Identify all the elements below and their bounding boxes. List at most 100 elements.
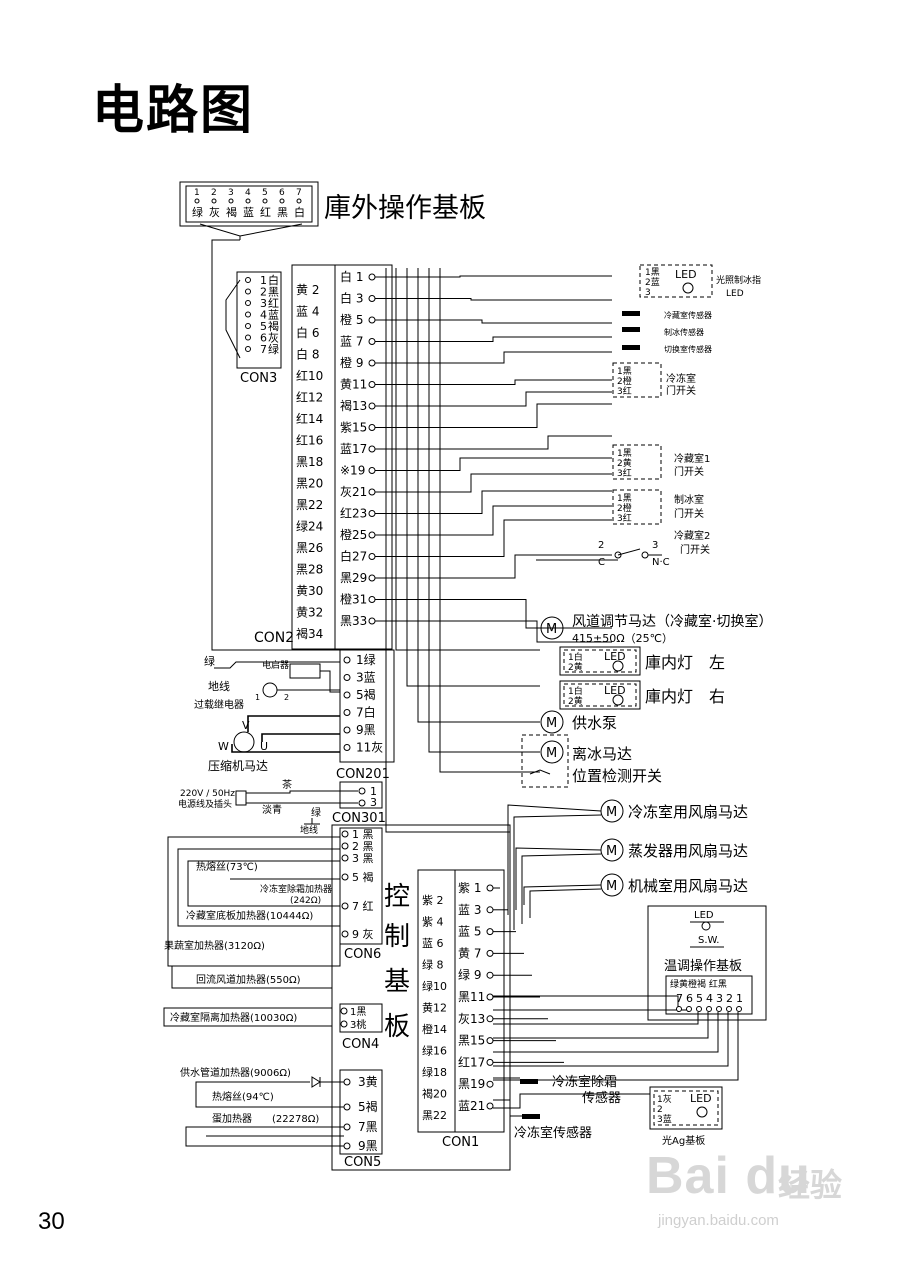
con1-label: CON1 <box>442 1135 479 1150</box>
con5-pin: 7黑 <box>358 1120 378 1134</box>
led-freeze-caption2: LED <box>726 289 744 299</box>
temp-panel-pin: 1 <box>736 992 743 1005</box>
baidu-watermark: Bai du 经验 jingyan.baidu.com <box>646 1138 886 1248</box>
ice-door-label2: 门开关 <box>674 507 704 520</box>
relay-pin2: 2 <box>284 693 289 702</box>
fan-motor-symbol: M <box>606 844 617 859</box>
ice-door-label: 制冰室 <box>674 493 704 506</box>
con2-right-pin: 白 1 <box>340 269 363 284</box>
con1-right-pin: 黄 7 <box>458 946 481 960</box>
temp-panel-pin: 5 <box>696 992 703 1005</box>
con2-right-pin: 橙 9 <box>340 355 363 370</box>
lamp-right-pin2: 2黄 <box>568 695 583 707</box>
fridge-door1-pin2: 2黄 <box>617 457 632 469</box>
ag-board-label: 光Ag基板 <box>662 1134 705 1147</box>
fan-motor-symbol: M <box>606 879 617 894</box>
fridge-floor-heater: 冷藏室底板加热器(10444Ω) <box>186 909 313 922</box>
con1-left-pin: 紫 2 <box>422 894 444 907</box>
fridge-door2-pin-a: 2 <box>598 540 604 551</box>
fridge-door2-label2: 门开关 <box>680 543 710 556</box>
lamp-left-pin2: 2黄 <box>568 661 583 673</box>
top-panel-pin: 3 <box>228 188 234 198</box>
con301-connector: 1 3 CON301 220V / 50Hz 电源线及插头 茶 淡青 绿 地线 <box>178 778 386 836</box>
top-panel-pin: 1 <box>194 188 200 198</box>
ground2-label: 地线 <box>300 824 318 836</box>
fan-label: 冷冻室用风扇马达 <box>628 803 748 821</box>
control-char-3: 基 <box>384 967 410 997</box>
control-char-2: 制 <box>384 922 410 952</box>
starter-label: 电启器 <box>262 659 289 671</box>
fridge-door2-c: C <box>598 557 605 568</box>
ice-motor: M 离冰马达 位置检测开关 <box>521 734 662 788</box>
position-switch-label: 位置检测开关 <box>572 767 662 785</box>
con2-right-pin: 紫15 <box>340 421 367 435</box>
damper-motor-label: 风道调节马达（冷藏室·切换室） <box>572 613 772 630</box>
ag-board: 1灰 2 3蓝 LED 光Ag基板 <box>649 1086 723 1147</box>
con2-left-pin: 黑26 <box>296 541 323 555</box>
con1-right-pin: 黑11 <box>458 990 485 1004</box>
lamp-right-pin1: 1白 <box>568 685 583 697</box>
compressor-term-w: W <box>218 740 229 753</box>
lamp-left-pin1: 1白 <box>568 651 583 663</box>
fridge-door1-pin3: 3红 <box>617 467 632 479</box>
lamp-left-label: 庫内灯 左 <box>645 653 725 672</box>
con3-pin: 3 <box>260 297 267 310</box>
con3-pin: 1 <box>260 274 267 287</box>
con2-left-pin: 红10 <box>296 368 323 383</box>
control-char-4: 板 <box>384 1012 410 1042</box>
con2-left-pin: 蓝 4 <box>296 305 319 319</box>
con5-pin: 5褐 <box>358 1099 378 1114</box>
con6-pin: 9 灰 <box>352 927 374 941</box>
ag-pin2: 2 <box>657 1105 663 1115</box>
con201-pin: 7白 <box>356 705 376 720</box>
water-pump-label: 供水泵 <box>572 714 617 732</box>
veg-room-heater: 果蔬室加热器(3120Ω) <box>164 939 265 952</box>
con3-color: 黑 <box>268 286 279 299</box>
egg-heater: 蛋加热器 <box>212 1112 252 1125</box>
ground-color: 绿 <box>204 654 215 668</box>
con1-right-pin: 绿 9 <box>458 967 481 982</box>
power-cord-label: 电源线及插头 <box>178 798 232 810</box>
con1-left-pin: 绿 8 <box>422 958 444 972</box>
damper-motor-spec: 415±50Ω（25℃） <box>572 632 673 645</box>
top-panel-color: 绿 <box>192 205 203 219</box>
fridge-sensor-icon <box>622 311 640 316</box>
fan-label: 机械室用风扇马达 <box>628 877 748 895</box>
defrost-sensor-icon <box>520 1079 538 1084</box>
temp-panel-label: 温调操作基板 <box>664 958 742 974</box>
thermal-fuse-94: 热熔丝(94℃) <box>212 1090 274 1103</box>
ice-door-switch: 1黑 2橙 3红 制冰室 门开关 <box>612 489 704 525</box>
con1-left-pin: 褐20 <box>422 1087 447 1101</box>
con5-label: CON5 <box>344 1155 381 1170</box>
temp-panel-colors: 绿黄橙褐 红黑 <box>670 978 727 990</box>
con2-left-pin: 黑20 <box>296 477 323 491</box>
compressor-motor-icon <box>233 731 255 753</box>
top-panel-pin: 4 <box>245 188 251 198</box>
control-char-1: 控 <box>384 882 410 912</box>
fan-label: 蒸发器用风扇马达 <box>628 842 748 860</box>
con6-pin: 7 红 <box>352 900 374 913</box>
switch-sensor-label: 切换室传感器 <box>664 344 712 354</box>
con3-pin: 2 <box>260 286 267 299</box>
damper-motor: M 风道调节马达（冷藏室·切换室） 415±50Ω（25℃） <box>540 613 772 645</box>
con3-color: 灰 <box>268 331 279 345</box>
top-panel-color: 蓝 <box>243 206 254 219</box>
water-pipe-heater: 供水管道加热器(9006Ω) <box>180 1066 291 1079</box>
con3-color: 绿 <box>268 342 279 356</box>
con1-left-pin: 黑22 <box>422 1109 447 1122</box>
fridge-door1-switch: 1黑 2黄 3红 冷藏室1 门开关 <box>612 444 710 480</box>
temp-panel-pin: 4 <box>706 992 713 1005</box>
freezer-defrost-heater: 冷冻室除霜加热器 <box>260 883 332 895</box>
con1-right-pin: 紫 1 <box>458 881 481 895</box>
bottom-sensors: 冷冻室除霜 传感器 冷冻室传感器 <box>514 1074 621 1141</box>
fridge-door2-label: 冷藏室2 <box>674 529 710 542</box>
con2-wires <box>375 268 612 833</box>
page-number: 30 <box>38 1208 65 1235</box>
con301-pin3: 3 <box>370 796 377 809</box>
freezer-door-switch: 1黑 2橙 3红 冷冻室 门开关 <box>612 362 696 398</box>
con2-left-pin: 黑22 <box>296 498 323 512</box>
